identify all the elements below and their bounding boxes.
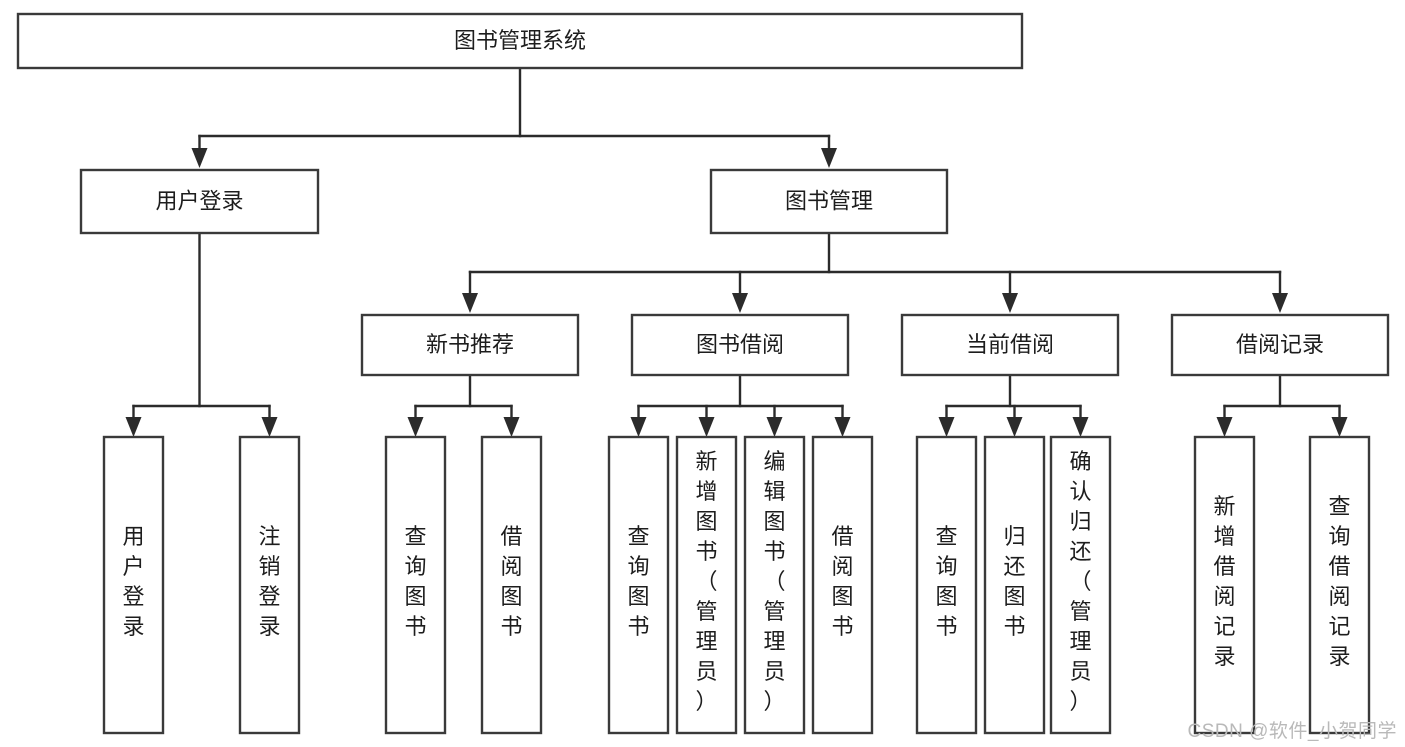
node-border xyxy=(1170,313,1390,377)
node-leaf-新增图书管理员-5[interactable]: 新增图书（管理员） xyxy=(675,435,738,735)
node-layer: 图书管理系统用户登录图书管理新书推荐图书借阅当前借阅借阅记录用户登录注销登录查询… xyxy=(16,12,1390,735)
node-border xyxy=(900,313,1120,377)
node-label: 查询图书 xyxy=(935,524,957,639)
arrow-head-icon xyxy=(1002,293,1018,313)
arrow-head-icon xyxy=(1006,417,1023,437)
node-label: 查询图书 xyxy=(627,524,649,639)
node-border xyxy=(238,435,301,735)
node-label: 当前借阅 xyxy=(966,332,1054,357)
node-leaf-归还图书-9[interactable]: 归还图书 xyxy=(983,435,1046,735)
node-level2-用户登录-0[interactable]: 用户登录 xyxy=(79,168,320,235)
arrow-head-icon xyxy=(698,417,715,437)
arrow-head-icon xyxy=(1216,417,1233,437)
node-leaf-查询借阅记录-12[interactable]: 查询借阅记录 xyxy=(1308,435,1371,735)
node-label: 借阅图书 xyxy=(831,524,853,639)
node-label: 新增借阅记录 xyxy=(1213,494,1235,669)
arrow-head-icon xyxy=(1272,293,1288,313)
arrow-head-icon xyxy=(1331,417,1348,437)
node-leaf-确认归还管理员-10[interactable]: 确认归还（管理员） xyxy=(1049,435,1112,735)
arrow-head-icon xyxy=(1072,417,1089,437)
node-leaf-查询图书-4[interactable]: 查询图书 xyxy=(607,435,670,735)
node-border xyxy=(1049,435,1112,735)
arrow-head-icon xyxy=(821,148,837,168)
node-border xyxy=(480,435,543,735)
node-label: 图书管理系统 xyxy=(454,28,586,53)
arrow-head-icon xyxy=(732,293,748,313)
arrow-head-icon xyxy=(503,417,520,437)
arrow-head-icon xyxy=(125,417,142,437)
node-border xyxy=(630,313,850,377)
arrow-head-icon xyxy=(766,417,783,437)
node-label: 借阅图书 xyxy=(500,524,522,639)
node-label: 图书管理 xyxy=(785,188,873,213)
node-level3-借阅记录-3[interactable]: 借阅记录 xyxy=(1170,313,1390,377)
node-border xyxy=(675,435,738,735)
node-border xyxy=(607,435,670,735)
node-border xyxy=(79,168,320,235)
arrow-head-icon xyxy=(261,417,278,437)
arrow-head-icon xyxy=(462,293,478,313)
node-level2-图书管理-1[interactable]: 图书管理 xyxy=(709,168,949,235)
node-label: 新增图书（管理员） xyxy=(695,449,717,714)
node-label: 查询借阅记录 xyxy=(1328,494,1350,669)
node-leaf-注销登录-1[interactable]: 注销登录 xyxy=(238,435,301,735)
node-leaf-新增借阅记录-11[interactable]: 新增借阅记录 xyxy=(1193,435,1256,735)
arrow-head-icon xyxy=(938,417,955,437)
connector-layer xyxy=(125,66,1348,437)
node-label: 注销登录 xyxy=(258,524,280,639)
arrow-head-icon xyxy=(407,417,424,437)
node-border xyxy=(983,435,1046,735)
node-border xyxy=(1308,435,1371,735)
node-root-book-management-system[interactable]: 图书管理系统 xyxy=(16,12,1024,70)
node-border xyxy=(360,313,580,377)
node-leaf-编辑图书管理员-6[interactable]: 编辑图书（管理员） xyxy=(743,435,806,735)
node-border xyxy=(16,12,1024,70)
node-border xyxy=(743,435,806,735)
node-label: 用户登录 xyxy=(155,188,243,213)
node-label: 确认归还（管理员） xyxy=(1069,449,1091,714)
arrow-head-icon xyxy=(834,417,851,437)
node-label: 用户登录 xyxy=(122,524,144,639)
node-level3-当前借阅-2[interactable]: 当前借阅 xyxy=(900,313,1120,377)
node-border xyxy=(811,435,874,735)
node-border xyxy=(384,435,447,735)
node-label: 借阅记录 xyxy=(1236,332,1324,357)
node-level3-图书借阅-1[interactable]: 图书借阅 xyxy=(630,313,850,377)
node-border xyxy=(1193,435,1256,735)
node-leaf-查询图书-2[interactable]: 查询图书 xyxy=(384,435,447,735)
node-level3-新书推荐-0[interactable]: 新书推荐 xyxy=(360,313,580,377)
node-border xyxy=(102,435,165,735)
node-border xyxy=(915,435,978,735)
node-border xyxy=(709,168,949,235)
node-leaf-借阅图书-3[interactable]: 借阅图书 xyxy=(480,435,543,735)
node-label: 归还图书 xyxy=(1003,524,1025,639)
node-label: 图书借阅 xyxy=(696,332,784,357)
node-leaf-借阅图书-7[interactable]: 借阅图书 xyxy=(811,435,874,735)
node-label: 编辑图书（管理员） xyxy=(763,449,785,714)
node-leaf-用户登录-0[interactable]: 用户登录 xyxy=(102,435,165,735)
arrow-head-icon xyxy=(630,417,647,437)
arrow-head-icon xyxy=(191,148,208,168)
node-label: 查询图书 xyxy=(404,524,426,639)
node-leaf-查询图书-8[interactable]: 查询图书 xyxy=(915,435,978,735)
node-label: 新书推荐 xyxy=(426,332,514,357)
